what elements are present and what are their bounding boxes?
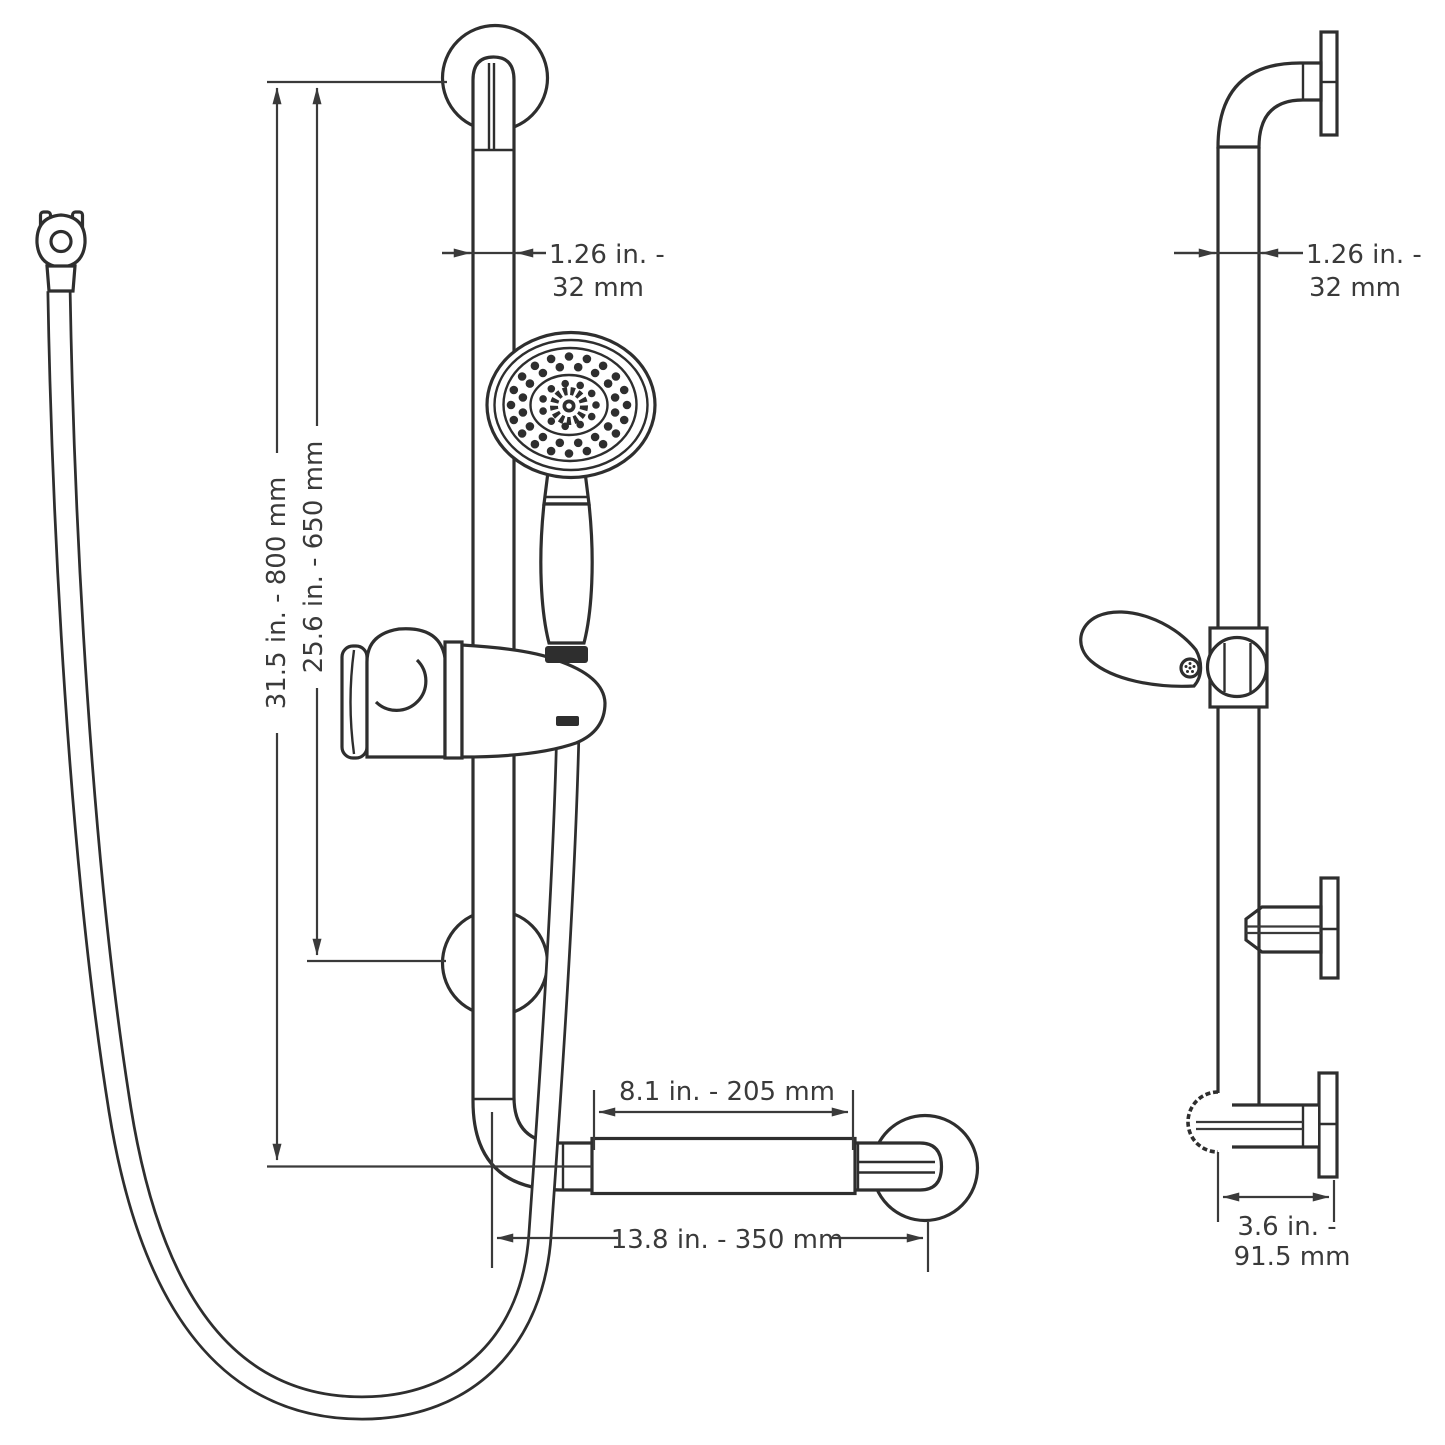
pivot-knurl-dot — [1188, 662, 1192, 665]
handle-hose-nut — [545, 646, 588, 663]
shower-handle — [539, 502, 594, 645]
spray-nozzle-dot — [603, 379, 613, 388]
spray-nozzle-dot — [517, 429, 527, 438]
spray-nozzle-dot — [603, 422, 613, 431]
dimension-bar-diameter-label-line1: 1.26 in. - — [549, 240, 665, 270]
holder-band — [443, 640, 464, 760]
side-view-dimensions: 1.26 in. - 32 mm 3.6 in. - 91.5 mm — [1174, 240, 1422, 1272]
head-center-hole — [566, 403, 572, 409]
side-dimension-wall-offset-label-line2: 91.5 mm — [1234, 1242, 1351, 1272]
spray-nozzle-dot — [582, 354, 592, 364]
spray-nozzle-dot — [525, 379, 535, 388]
head-face-plate — [502, 346, 638, 463]
spray-nozzle-dot — [564, 449, 574, 458]
spray-nozzle-dot — [555, 438, 565, 448]
spray-nozzle-dot — [538, 368, 548, 378]
spray-nozzle-dot — [610, 408, 620, 417]
holder-end-cap — [340, 644, 369, 760]
spray-nozzle-dot — [622, 400, 632, 410]
spray-nozzle-dot — [564, 352, 574, 361]
side-slider — [1079, 610, 1269, 709]
holder-knob — [365, 627, 447, 759]
front-view: 31.5 in. - 800 mm 25.6 in. - 650 mm 1.26… — [35, 23, 980, 1421]
spray-nozzle-dot — [592, 401, 600, 409]
spray-nozzle-dot — [509, 415, 519, 425]
hand-shower-head — [485, 330, 657, 480]
holder-knob-recess — [374, 658, 428, 712]
dimension-base-length-label: 13.8 in. - 350 mm — [611, 1225, 844, 1255]
dimension-holder-height-label: 25.6 in. - 650 mm — [299, 441, 329, 674]
spray-nozzle-dot — [619, 415, 629, 425]
slide-bar — [471, 55, 944, 1192]
shower-hose — [46, 290, 581, 1421]
spray-nozzle-dot — [611, 372, 621, 381]
pivot-knurl-dot — [1191, 670, 1194, 673]
spray-nozzle-dot — [576, 381, 584, 390]
spray-nozzle-dot — [546, 354, 556, 364]
spray-nozzle-dot — [598, 439, 608, 449]
holder-cradle-arm — [460, 643, 607, 759]
head-inner-rim — [493, 338, 649, 472]
hand-grip-sleeve — [590, 1136, 857, 1196]
spray-nozzle-dot — [530, 439, 540, 449]
pivot-knurl-dot — [1186, 670, 1189, 673]
spray-nozzle-dot — [530, 361, 540, 371]
spray-nozzle-dot — [509, 385, 519, 395]
spray-nozzle-dot — [518, 393, 528, 402]
head-center-gear — [550, 387, 588, 425]
pivot-knurl-dot — [1184, 665, 1188, 668]
hose-connector — [35, 210, 87, 293]
side-view: 1.26 in. - 32 mm 3.6 in. - 91.5 mm — [1079, 30, 1422, 1272]
spray-nozzle-dot — [555, 362, 565, 372]
spray-nozzle-dot — [587, 389, 596, 398]
spray-nozzle-dot — [598, 361, 608, 371]
connector-neck — [45, 264, 77, 293]
spray-nozzle-dot — [506, 400, 516, 410]
side-dimension-bar-diameter-label-line2: 32 mm — [1309, 273, 1401, 303]
slider-lever-handle — [1079, 610, 1203, 688]
spray-nozzle-dot — [517, 372, 527, 381]
spray-nozzle-dot — [546, 446, 556, 456]
slider-holder — [340, 627, 607, 760]
spray-nozzle-dot — [573, 438, 583, 448]
spray-nozzle-dot — [518, 408, 528, 417]
side-top-elbow — [1216, 61, 1323, 149]
side-wall-plate-top — [1319, 30, 1339, 137]
pivot-knurl-dot — [1188, 666, 1192, 670]
dimension-overall-height-label: 31.5 in. - 800 mm — [262, 477, 292, 710]
side-dimension-wall-offset-label-line1: 3.6 in. - — [1237, 1212, 1336, 1242]
spray-nozzle-dot — [525, 422, 535, 431]
spray-nozzle-dot — [590, 368, 600, 378]
spray-nozzle-dot — [538, 432, 548, 442]
spray-nozzle-dot — [582, 446, 592, 456]
front-view-dimensions: 31.5 in. - 800 mm 25.6 in. - 650 mm 1.26… — [262, 80, 930, 1272]
spray-nozzle-dot — [561, 379, 569, 388]
dimension-grip-length-label: 8.1 in. - 205 mm — [619, 1077, 835, 1107]
side-mid-bracket — [1244, 905, 1323, 954]
spray-nozzle-dot — [539, 407, 547, 415]
spray-nozzle-dot — [547, 417, 556, 426]
spray-nozzle-dot — [590, 432, 600, 442]
spray-nozzle-dot — [619, 385, 629, 395]
head-mid-ring — [529, 373, 609, 437]
side-dimension-bar-diameter-label-line1: 1.26 in. - — [1306, 240, 1422, 270]
holder-end-cap-line — [349, 649, 356, 755]
spray-nozzle-dot — [576, 420, 584, 429]
spray-dots — [506, 352, 632, 458]
side-bottom-arm-fill — [1219, 1106, 1318, 1146]
slider-knob — [1205, 635, 1269, 699]
spray-nozzle-dot — [547, 385, 556, 393]
connector-hole — [49, 229, 73, 254]
dimension-bar-diameter-label-line2: 32 mm — [552, 273, 644, 303]
spray-nozzle-dot — [573, 362, 583, 372]
spray-nozzle-dot — [610, 393, 620, 402]
spray-nozzle-dot — [587, 412, 596, 421]
pivot-knurl-dot — [1192, 665, 1196, 668]
spray-nozzle-dot — [611, 429, 621, 438]
spray-nozzle-dot — [539, 395, 547, 403]
hose-coupling-nut — [556, 716, 579, 726]
